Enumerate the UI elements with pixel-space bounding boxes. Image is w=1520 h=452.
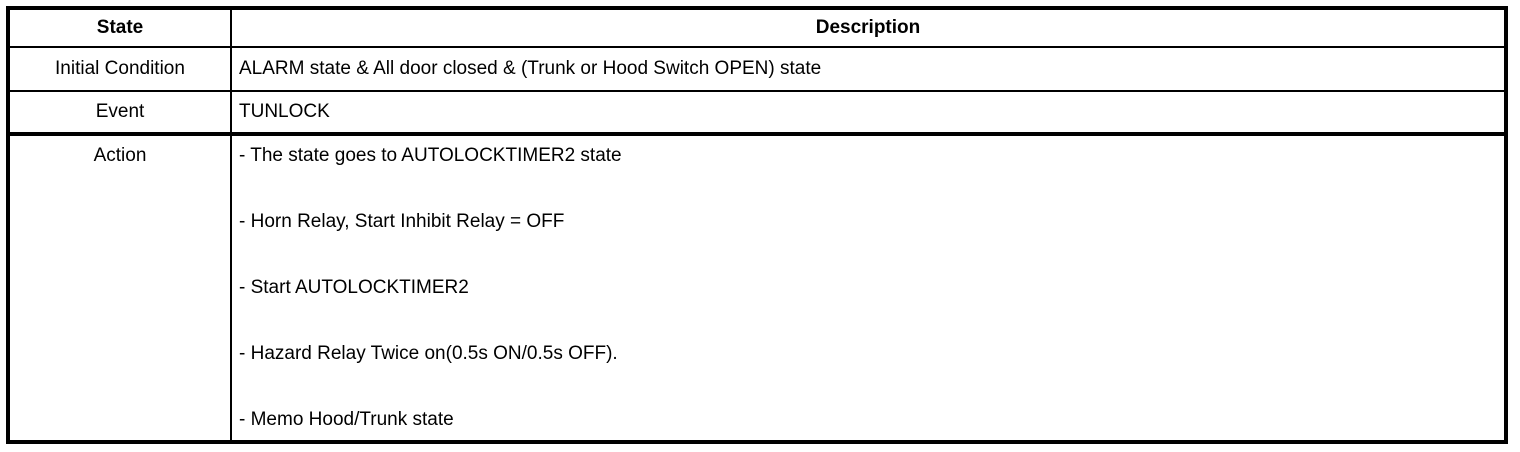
initial-condition-label: Initial Condition	[10, 48, 232, 90]
action-item: - Start AUTOLOCKTIMER2	[239, 277, 469, 298]
table-row-event: Event TUNLOCK	[10, 92, 1504, 136]
event-description: TUNLOCK	[239, 101, 330, 122]
table-row-action: Action - The state goes to AUTOLOCKTIMER…	[10, 136, 1504, 440]
table-row-initial-condition: Initial Condition ALARM state & All door…	[10, 48, 1504, 92]
action-item: - Memo Hood/Trunk state	[239, 409, 454, 430]
action-label: Action	[10, 136, 232, 440]
table-header-row: State Description	[10, 10, 1504, 48]
action-description-list: - The state goes to AUTOLOCKTIMER2 state…	[232, 136, 1504, 440]
initial-condition-description: ALARM state & All door closed & (Trunk o…	[239, 58, 822, 79]
action-item: - Hazard Relay Twice on(0.5s ON/0.5s OFF…	[239, 343, 618, 364]
action-item: - The state goes to AUTOLOCKTIMER2 state	[239, 145, 622, 166]
state-description-table: State Description Initial Condition ALAR…	[6, 6, 1508, 444]
state-column-header: State	[10, 10, 232, 46]
action-item: - Horn Relay, Start Inhibit Relay = OFF	[239, 211, 565, 232]
event-label: Event	[10, 92, 232, 132]
description-column-header: Description	[815, 17, 921, 38]
